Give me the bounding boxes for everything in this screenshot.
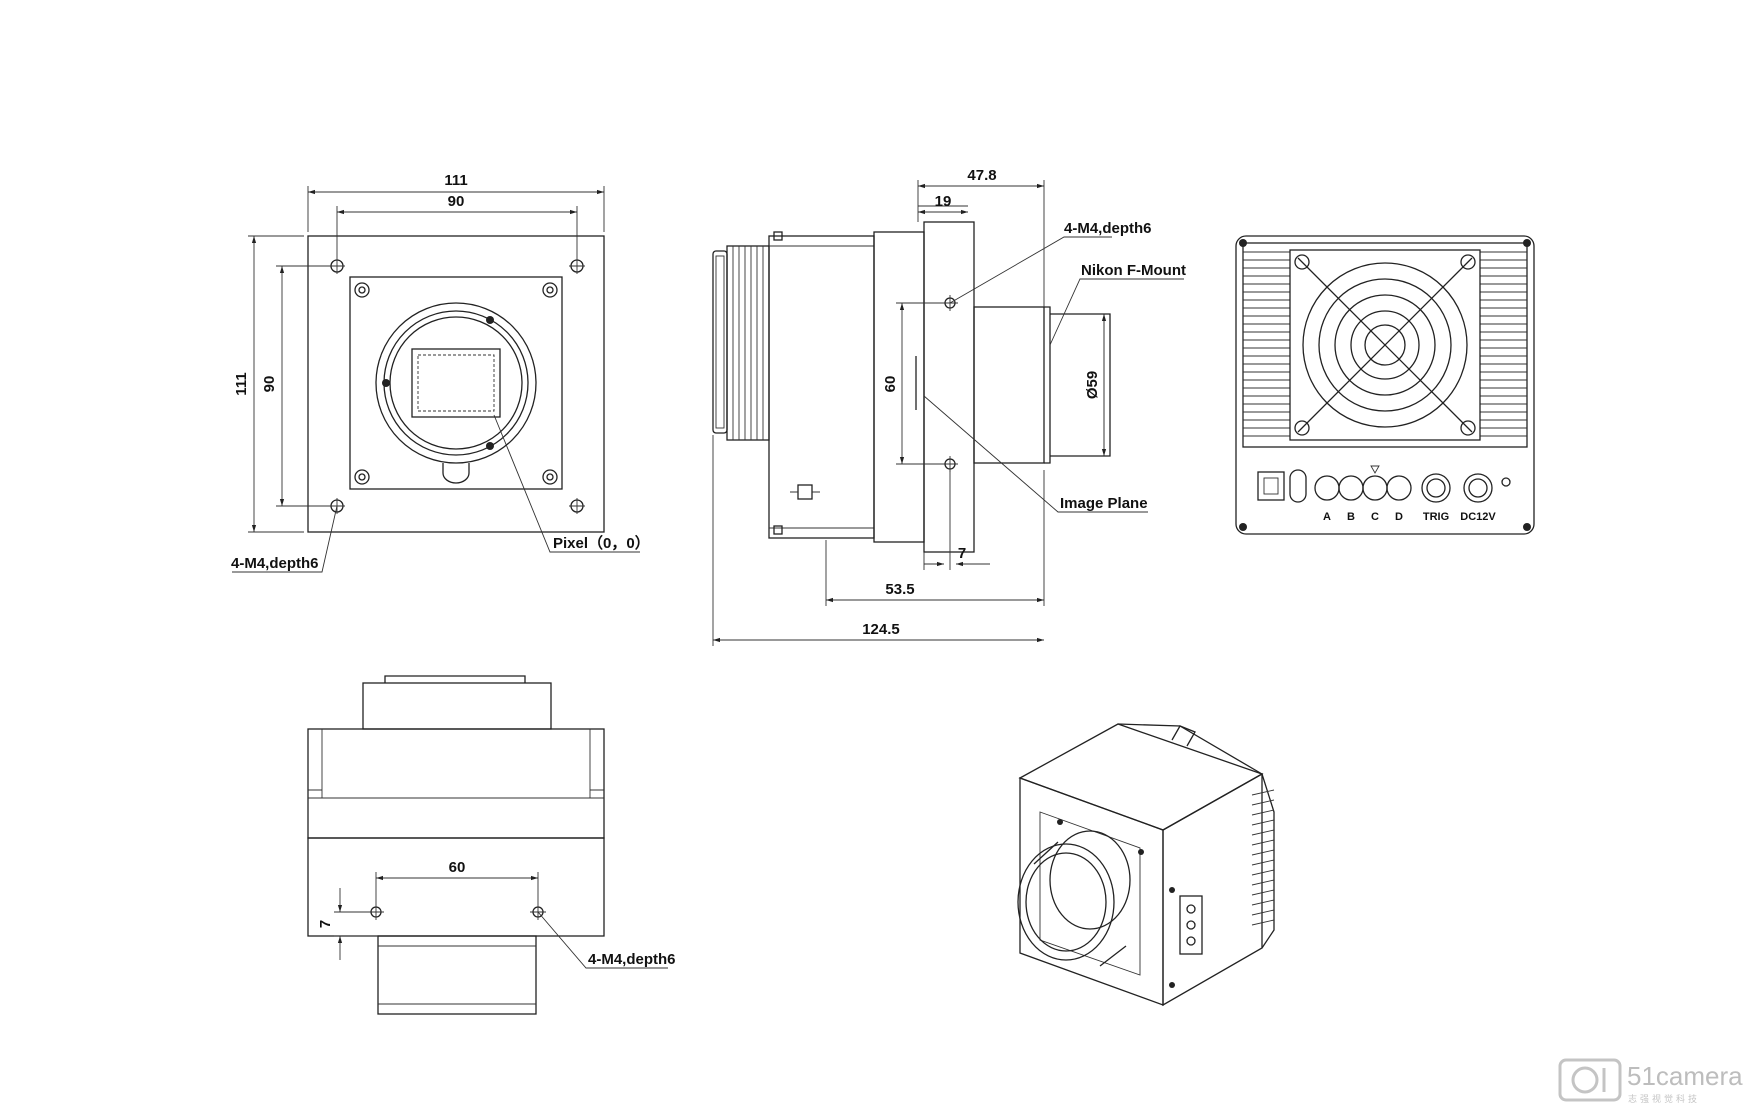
dim-width-holes: 90: [448, 193, 465, 210]
dim-top-hole-span: 60: [449, 859, 466, 876]
rear-io-panel: [1257, 465, 1511, 503]
front-hole-note: 4-M4,depth6: [231, 555, 319, 572]
dim-side-hole-span: 60: [882, 376, 899, 393]
watermark-sub: 志强视觉科技: [1628, 1093, 1700, 1104]
dim-top-offset: 7: [317, 920, 334, 928]
side-dimensions: [712, 180, 1107, 646]
dim-depth-mount: 47.8: [967, 167, 996, 184]
rear-heatsink-fins: [1243, 251, 1527, 437]
dim-flange: 19: [935, 193, 952, 210]
rear-fan: [1289, 249, 1481, 441]
watermark-logo-icon: [1558, 1058, 1622, 1102]
io-label-a: A: [1323, 511, 1331, 523]
front-dimensions: [248, 186, 605, 533]
watermark: 51camera 志强视觉科技: [1558, 1058, 1743, 1104]
rear-view: A B C D TRIG DC12V: [1235, 235, 1535, 535]
dim-height-holes: 90: [261, 376, 278, 393]
side-view: 47.8 19 60 Ø59 7 53.5 124.5 4-M4,depth6 …: [712, 167, 1186, 646]
side-hole-note: 4-M4,depth6: [1064, 220, 1152, 237]
dim-mount-diameter: Ø59: [1084, 371, 1101, 399]
mount-label: Nikon F-Mount: [1081, 262, 1186, 279]
isometric-view: [1017, 723, 1275, 1007]
pixel-origin-label: Pixel（0，0）: [553, 534, 650, 552]
front-plate-screws: [354, 282, 558, 485]
front-view: 111 90 111 90 4-M4,depth6 Pixel（0，0）: [231, 172, 650, 573]
io-label-b: B: [1347, 511, 1355, 523]
image-plane-label: Image Plane: [1060, 495, 1148, 512]
io-label-c: C: [1371, 511, 1379, 523]
dim-width-outer: 111: [444, 172, 467, 189]
front-lens-mount: [375, 302, 537, 484]
trig-label: TRIG: [1423, 511, 1449, 523]
side-heatsink-fins: [732, 246, 764, 440]
top-dimensions: [334, 872, 539, 960]
top-hole-note: 4-M4,depth6: [588, 951, 676, 968]
dim-body-depth: 53.5: [885, 581, 914, 598]
dim-height-outer: 111: [233, 372, 250, 395]
dim-offset: 7: [958, 545, 966, 562]
watermark-brand: 51camera: [1627, 1061, 1743, 1091]
front-mount-holes: [329, 258, 585, 514]
dim-total-length: 124.5: [862, 621, 900, 638]
top-view: 60 7 4-M4,depth6: [307, 675, 676, 1015]
power-label: DC12V: [1460, 511, 1496, 523]
io-label-d: D: [1395, 511, 1403, 523]
